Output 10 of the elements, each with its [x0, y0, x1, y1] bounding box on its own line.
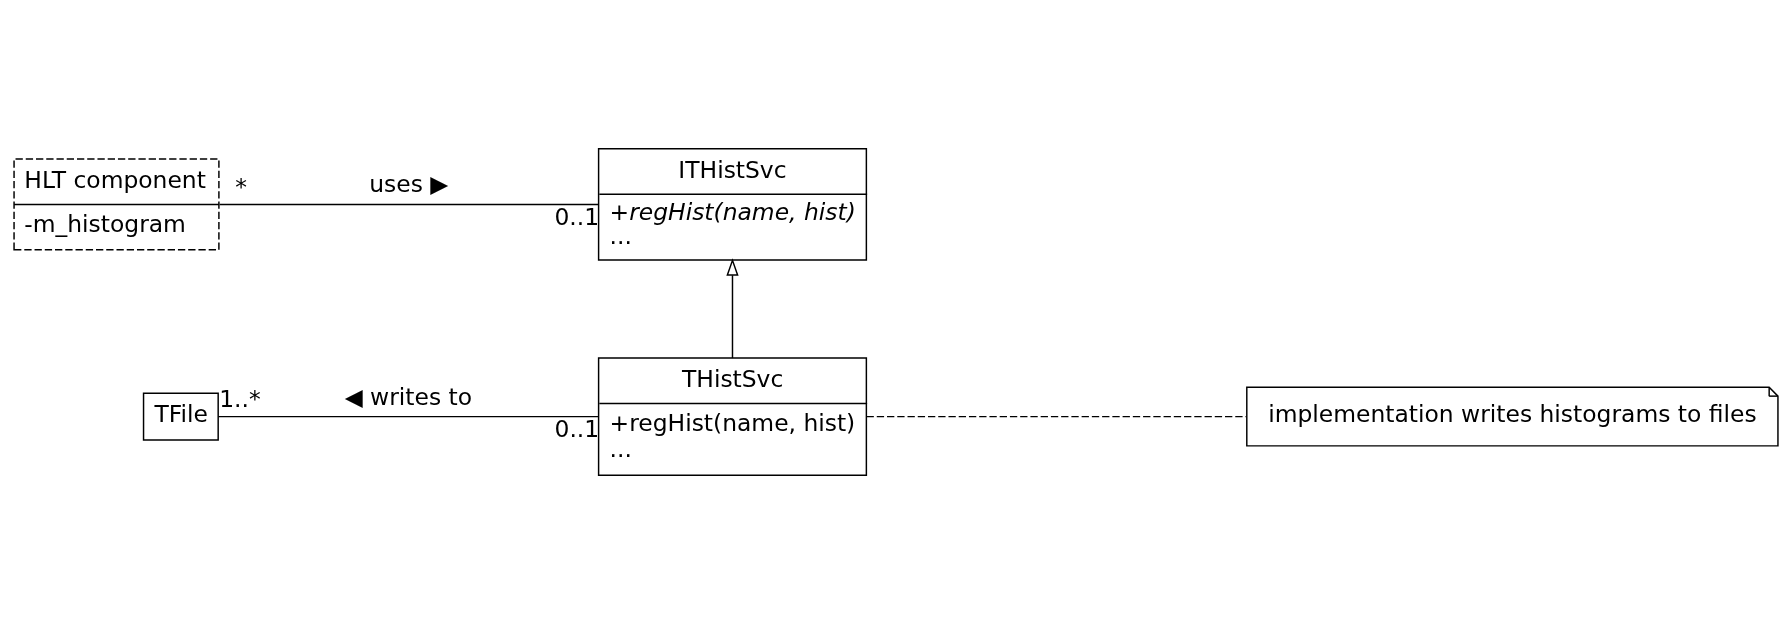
- label: 0..1: [554, 415, 600, 444]
- connector: [218, 203, 600, 206]
- connector: [217, 415, 600, 418]
- arrow: [726, 258, 739, 359]
- label: *: [235, 172, 248, 201]
- node-box: TFile: [142, 392, 219, 441]
- label: 1..*: [219, 385, 261, 414]
- edge-label: uses ▶: [369, 170, 449, 199]
- label: 0..1: [554, 203, 600, 232]
- edge-label: ◀ writes to: [344, 382, 473, 411]
